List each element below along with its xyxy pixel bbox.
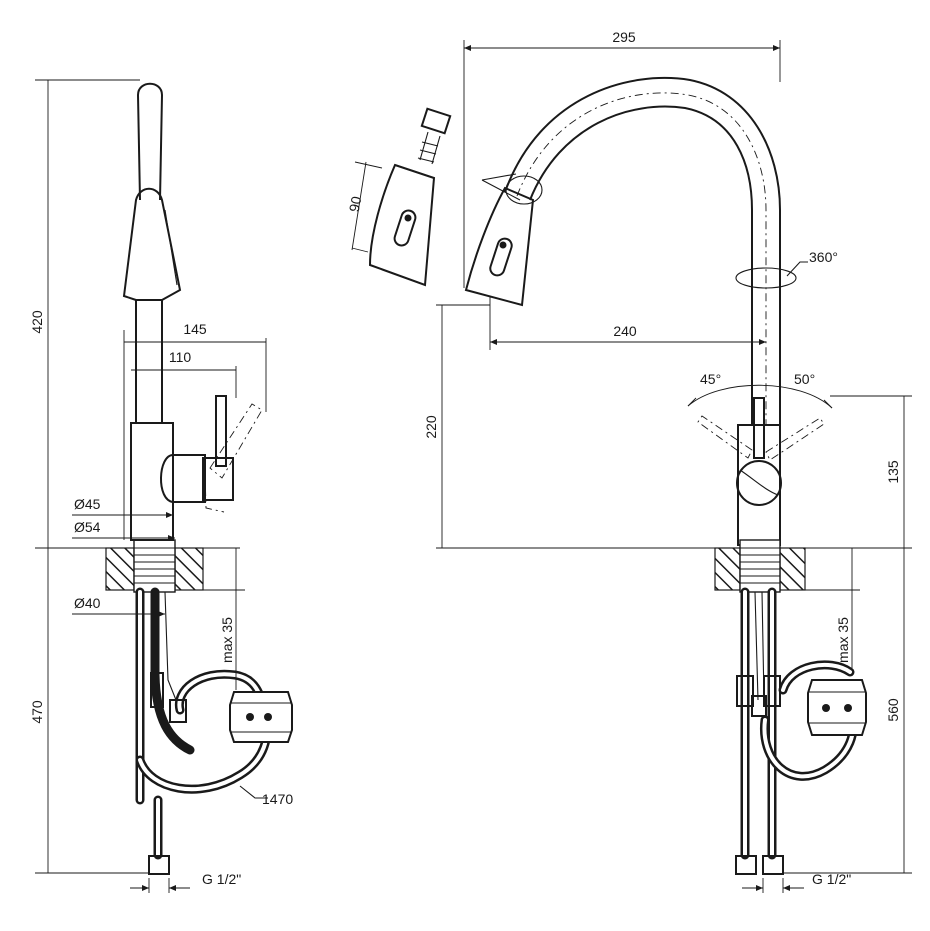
side-handle-collar (202, 457, 234, 501)
spout-arch-outer (504, 76, 781, 425)
spout-arch-inner (529, 105, 753, 425)
dim-reach-110: 110 (169, 349, 192, 365)
dim-left-thread: G 1/2" (202, 871, 241, 887)
side-riser-tube (135, 300, 163, 423)
side-handle-lever (215, 395, 227, 467)
side-body (130, 422, 174, 541)
side-view: 420 470 145 110 Ø45 Ø54 Ø40 max 35 1470 … (29, 79, 293, 893)
front-hose-weight (807, 679, 867, 736)
front-connector-left (735, 855, 757, 875)
dim-reach-145: 145 (183, 321, 207, 337)
front-countertop-right (779, 547, 806, 591)
dim-reach-240: 240 (613, 323, 637, 339)
side-spout-tip (136, 82, 164, 201)
front-connector-right (762, 855, 784, 875)
front-countertop-left (714, 547, 741, 591)
spray-head-body (368, 163, 436, 287)
side-hose-weight (229, 691, 293, 743)
side-handle-hub (160, 454, 206, 503)
front-body (737, 424, 781, 546)
spray-head-detail: 90 (346, 107, 452, 287)
dim-left-max35: max 35 (219, 617, 235, 663)
front-spray-head (464, 186, 535, 307)
front-view: 360° 45° 50° (423, 29, 912, 893)
front-handle-ghost-left (697, 415, 753, 459)
dim-hose-1470: 1470 (262, 791, 293, 807)
dim-rotation-360: 360° (809, 249, 838, 265)
side-spray-head (122, 187, 182, 301)
dim-spray-90: 90 (346, 195, 365, 214)
countertop-right-block (174, 547, 204, 591)
front-handle-hub (736, 460, 782, 506)
dim-height-220: 220 (423, 415, 439, 439)
dim-dia-40: Ø40 (74, 595, 101, 611)
dim-dia-45: Ø45 (74, 496, 101, 512)
dim-right-max35: max 35 (835, 617, 851, 663)
side-hose-fitting-a (150, 672, 164, 708)
dim-top-295: 295 (612, 29, 636, 45)
front-handle-lever (753, 397, 765, 459)
dim-left-470: 470 (29, 700, 45, 724)
dim-angle-45: 45° (700, 371, 721, 387)
dim-right-thread: G 1/2" (812, 871, 851, 887)
countertop-left-block (105, 547, 135, 591)
dim-dia-54: Ø54 (74, 519, 101, 535)
front-handle-ghost-right (765, 417, 825, 461)
side-bottom-connector (148, 855, 170, 875)
dim-height-560: 560 (885, 698, 901, 722)
dim-left-420: 420 (29, 310, 45, 334)
dim-height-135: 135 (885, 460, 901, 484)
side-hose-fitting-b (169, 699, 187, 723)
dim-angle-50: 50° (794, 371, 815, 387)
